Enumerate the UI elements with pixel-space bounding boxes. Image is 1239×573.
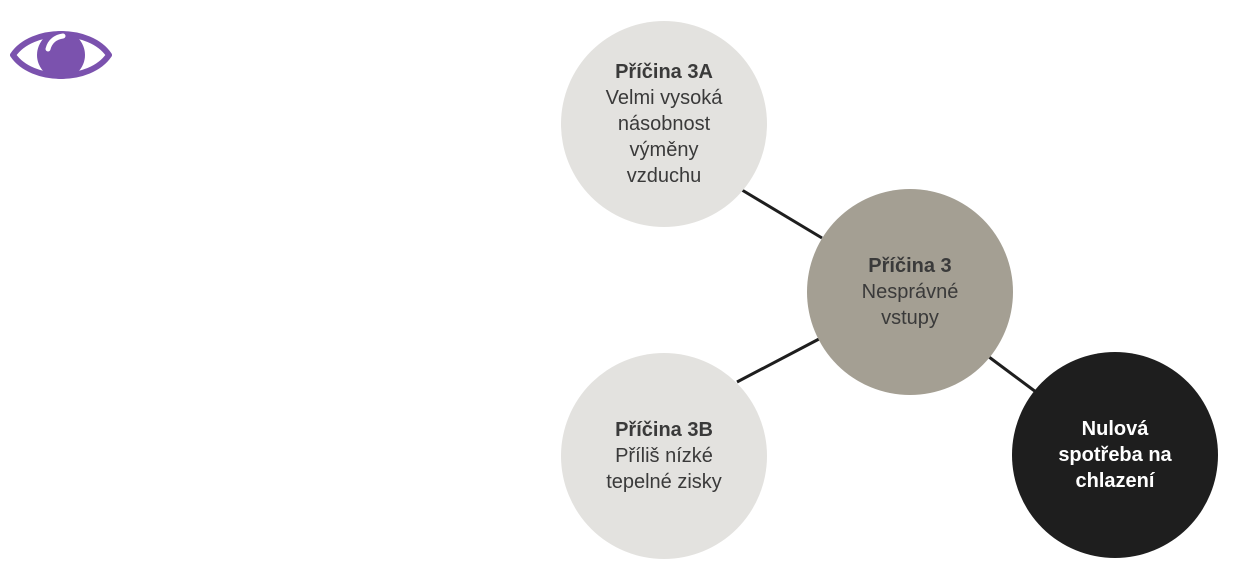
cause-3a-node: Příčina 3A Velmi vysoká násobnost výměny… — [561, 21, 767, 227]
cause-3a-title: Příčina 3A — [615, 61, 713, 83]
result-title: Nulová spotřeba na chlazení — [1058, 418, 1172, 492]
cause-3-node: Příčina 3 Nesprávné vstupy — [807, 189, 1013, 395]
connector-3-to-result — [988, 355, 1037, 394]
eye-icon — [10, 31, 112, 79]
cause-3-title: Příčina 3 — [868, 255, 952, 277]
cause-3b-title: Příčina 3B — [615, 419, 713, 441]
connector-3b-to-3 — [736, 337, 820, 384]
result-node: Nulová spotřeba na chlazení — [1012, 352, 1218, 558]
cause-3b-text: Příliš nízké tepelné zisky — [606, 445, 722, 493]
connector-3a-to-3 — [736, 185, 823, 240]
cause-3-text: Nesprávné vstupy — [861, 281, 959, 329]
cause-3b-node: Příčina 3B Příliš nízké tepelné zisky — [561, 353, 767, 559]
cause-3a-text: Velmi vysoká násobnost výměny vzduchu — [605, 87, 723, 187]
